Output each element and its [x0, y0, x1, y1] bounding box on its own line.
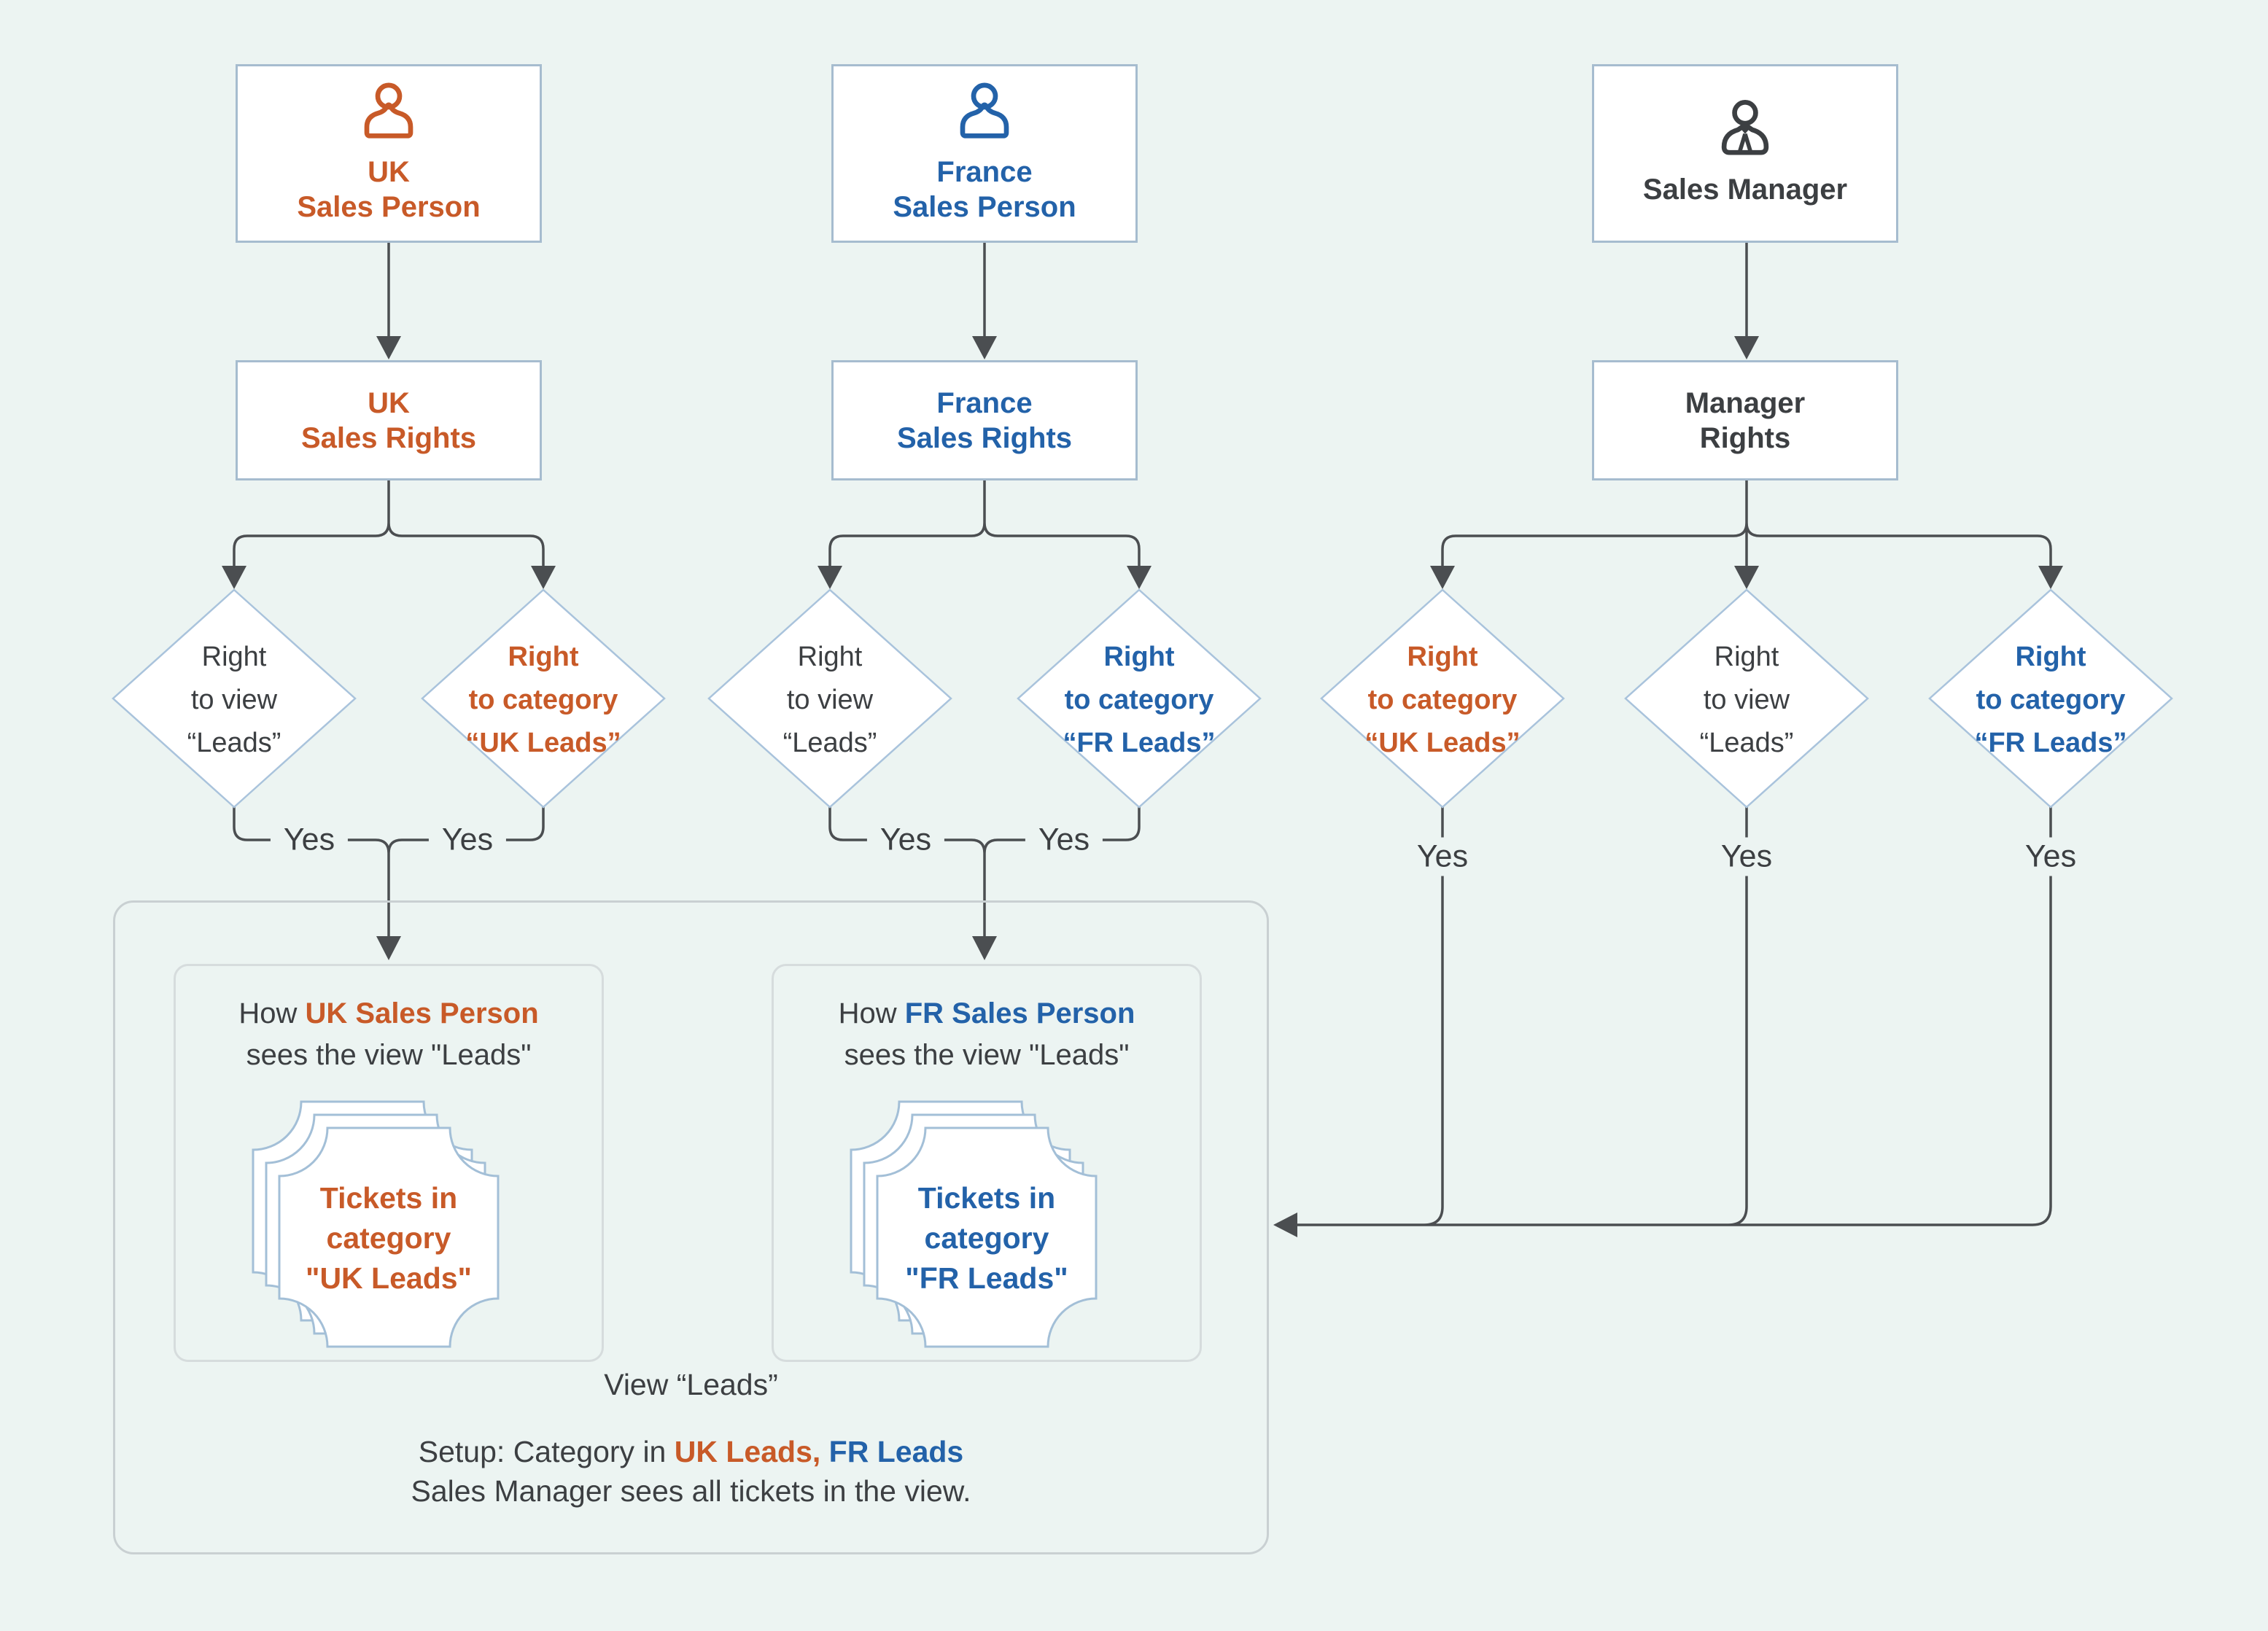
node-label: Sales Person [297, 191, 481, 223]
decision-diamond-shape [1928, 588, 2173, 809]
arrowhead [2038, 566, 2063, 589]
arrowhead [1430, 566, 1455, 589]
arrowhead [376, 336, 401, 359]
connector [233, 480, 545, 566]
connector [387, 243, 1748, 336]
ticket-stack-icon [850, 1100, 1098, 1348]
connector [1441, 480, 2052, 566]
yes-label: Yes [428, 820, 507, 860]
view-leads-container [113, 900, 1269, 1554]
uk-view-heading: How UK Sales Person sees the view "Leads… [238, 997, 539, 1071]
decision-diamond-shape [1320, 588, 1565, 809]
view-setup-note: Setup: Category in UK Leads, FR Leads Sa… [113, 1432, 1269, 1511]
arrowhead [1734, 336, 1759, 359]
node-label: UK [368, 156, 410, 188]
ticket-stack-icon [252, 1100, 500, 1348]
yes-label: Yes [270, 820, 349, 860]
arrowhead [1273, 1212, 1297, 1237]
yes-label: Yes [866, 820, 945, 860]
france-sales-person-node: France Sales Person [831, 64, 1138, 243]
business-person-icon [1716, 100, 1774, 162]
node-label: Sales Rights [896, 421, 1073, 454]
connector [828, 480, 1141, 566]
arrowhead [376, 936, 401, 960]
decision-diamond-shape [1624, 588, 1869, 809]
arrowhead [972, 936, 997, 960]
arrowhead [1127, 566, 1152, 589]
arrowhead [972, 336, 997, 359]
arrowhead [531, 566, 556, 589]
setup-line: Setup: Category in UK Leads, FR Leads [418, 1435, 964, 1468]
node-label: Manager [1685, 386, 1806, 419]
decision-diamond-shape [421, 588, 666, 809]
person-icon [360, 82, 418, 144]
arrowheads [222, 336, 2063, 1237]
setup-line2: Sales Manager sees all tickets in the vi… [411, 1474, 971, 1508]
uk-sales-person-node: UK Sales Person [236, 64, 542, 243]
connector [1277, 807, 2052, 1226]
person-icon [955, 82, 1014, 144]
connector [233, 807, 545, 936]
yes-label: Yes [2011, 837, 2090, 876]
node-label: Sales Person [893, 191, 1076, 223]
arrowhead [222, 566, 246, 589]
uk-sales-rights-node: UK Sales Rights [236, 360, 542, 480]
uk-view-panel [174, 964, 604, 1362]
view-title: View “Leads” [604, 1368, 778, 1401]
yes-label: Yes [1403, 837, 1482, 876]
node-label: UK [368, 386, 410, 419]
yes-label: Yes [1025, 820, 1103, 860]
node-label: Rights [1699, 421, 1791, 454]
arrowhead [1734, 566, 1759, 589]
sales-manager-node: Sales Manager [1592, 64, 1898, 243]
manager-rights-node: Manager Rights [1592, 360, 1898, 480]
connector [828, 807, 1141, 936]
france-sales-rights-node: France Sales Rights [831, 360, 1138, 480]
fr-view-heading: How FR Sales Person sees the view "Leads… [838, 997, 1135, 1071]
node-label: Sales Rights [300, 421, 477, 454]
decision-diamond-shape [112, 588, 357, 809]
arrowhead [818, 566, 842, 589]
decision-diamond-shape [1017, 588, 1262, 809]
node-label: France [936, 156, 1033, 188]
decision-diamond-shape [707, 588, 952, 809]
node-label: Sales Manager [1642, 174, 1848, 206]
fr-view-panel [772, 964, 1202, 1362]
node-label: France [936, 386, 1033, 419]
yes-label: Yes [1707, 837, 1786, 876]
